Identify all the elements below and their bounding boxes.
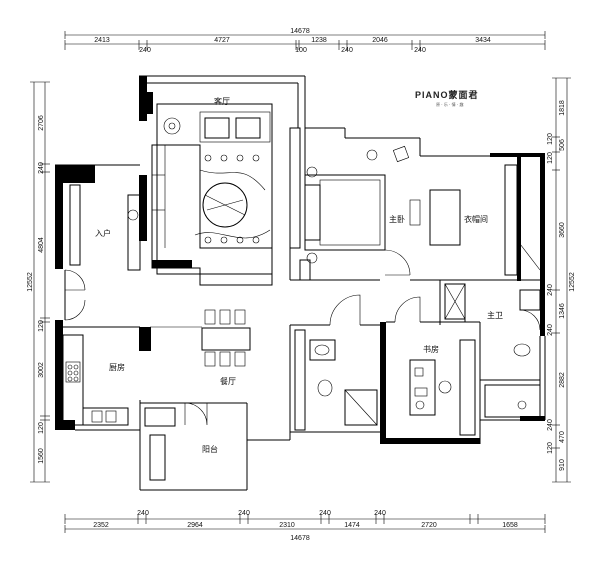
left-seg-dim: 1560: [38, 448, 45, 464]
living-room-furniture: [151, 103, 301, 286]
left-seg-dim: 120: [38, 320, 45, 332]
bottom-seg-dim: 2964: [187, 522, 203, 529]
left-seg-dim: 3002: [38, 362, 45, 378]
room-label-balcony: 阳台: [202, 444, 218, 454]
right-seg-dim: 470: [559, 431, 566, 443]
top-dimension-lines: 14678 2413 4727 1238 2046 3434 240 100 2…: [64, 28, 546, 54]
top-seg-dim: 3434: [475, 37, 491, 44]
dining-furniture: [150, 309, 251, 367]
bottom-wall-dim: 240: [137, 510, 149, 517]
kitchen-fixtures: [62, 334, 129, 426]
right-seg-dim: 120: [547, 152, 554, 164]
bottom-seg-dim: 1474: [344, 522, 360, 529]
bottom-wall-dim: 240: [319, 510, 331, 517]
left-seg-dim: 240: [38, 162, 45, 174]
right-seg-dim: 120: [547, 442, 554, 454]
top-wall-dim: 240: [341, 47, 353, 54]
wardrobe-furniture: [504, 164, 541, 276]
room-label-study: 书房: [423, 344, 439, 354]
left-seg-dim: 2706: [38, 115, 45, 131]
right-seg-dim: 1818: [559, 100, 566, 116]
master-bedroom-furniture: [299, 145, 461, 281]
top-wall-dim: 240: [139, 47, 151, 54]
brand-logo-text: PIANO蒙面君: [415, 89, 479, 100]
entry-furniture: [64, 184, 141, 321]
left-dimension-lines: 12552 2706 240 4804 120 3002 120 1560: [27, 81, 50, 483]
left-total-dim: 12552: [27, 272, 34, 292]
bottom-dimension-lines: 240 240 240 240 2352 2964 2310 1474 2720…: [64, 510, 546, 542]
room-label-wardrobe: 衣帽间: [464, 214, 488, 224]
top-seg-dim: 2046: [372, 37, 388, 44]
master-bath-fixtures: [444, 283, 541, 418]
right-seg-dim: 506: [559, 139, 566, 151]
bottom-seg-dim: 2720: [421, 522, 437, 529]
right-seg-dim: 910: [559, 459, 566, 471]
room-label-master-bedroom: 主卧: [389, 214, 405, 224]
room-label-kitchen: 厨房: [109, 362, 125, 372]
right-seg-dim: 2882: [559, 372, 566, 388]
room-label-dining: 餐厅: [220, 377, 236, 386]
room-label-master-bath: 主卫: [487, 310, 503, 320]
middle-bath-fixtures: [294, 294, 378, 431]
bottom-seg-dim: 2310: [279, 522, 295, 529]
top-seg-dim: 4727: [214, 37, 230, 44]
top-wall-dim: 240: [414, 47, 426, 54]
room-label-entry: 入户: [95, 228, 111, 238]
top-seg-dim: 2413: [94, 37, 110, 44]
room-label-living: 客厅: [214, 96, 230, 106]
left-seg-dim: 120: [38, 422, 45, 434]
bottom-wall-dim: 240: [238, 510, 250, 517]
right-seg-dim: 240: [547, 284, 554, 296]
right-seg-dim: 1346: [559, 303, 566, 319]
right-total-dim: 12552: [569, 272, 576, 292]
balcony-fixtures: [144, 402, 208, 481]
right-seg-dim: 3660: [559, 222, 566, 238]
brand-tagline: 原 · 乐 · 情 · 趣: [436, 101, 463, 107]
right-seg-dim: 240: [547, 324, 554, 336]
bottom-seg-dim: 2352: [93, 522, 109, 529]
top-total-dim: 14678: [290, 28, 310, 35]
right-seg-dim: 240: [547, 419, 554, 431]
top-wall-dim: 100: [295, 47, 307, 54]
bottom-total-dim: 14678: [290, 535, 310, 542]
bottom-seg-dim: 1658: [502, 522, 518, 529]
left-seg-dim: 4804: [38, 237, 45, 253]
brand-logo: PIANO蒙面君 原 · 乐 · 情 · 趣: [415, 89, 479, 107]
room-labels: 客厅 入户 主卧 衣帽间 主卫 书房 厨房 餐厅 阳台: [95, 96, 503, 454]
study-furniture: [394, 296, 476, 436]
right-seg-dim: 120: [547, 133, 554, 145]
top-seg-dim: 1238: [311, 37, 327, 44]
right-dimension-lines: 1818 120 506 120 3660 240 1346 240 2882 …: [547, 77, 576, 483]
bottom-wall-dim: 240: [374, 510, 386, 517]
